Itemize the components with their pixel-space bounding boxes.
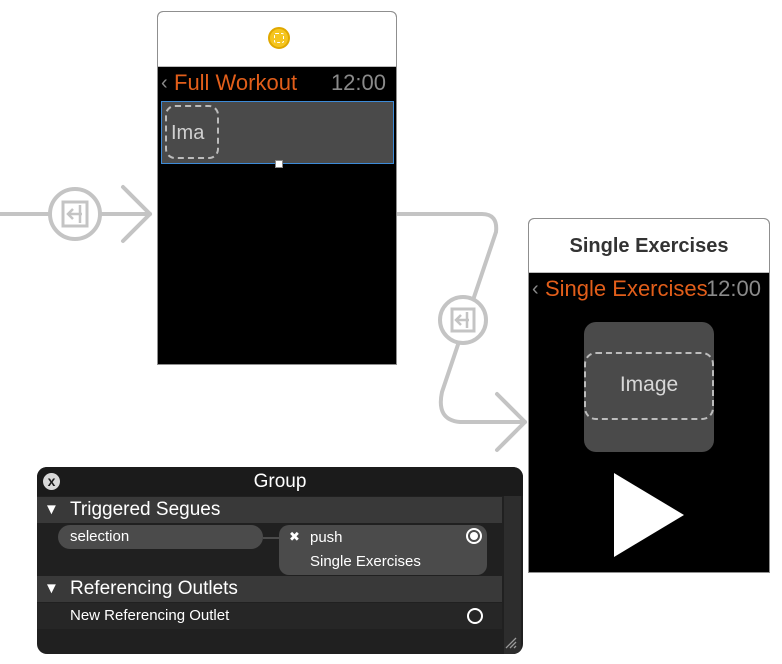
interface-controller-single-exercises[interactable]: Single Exercises ‹ 12:00 Single Exercise… xyxy=(528,218,770,573)
disclosure-triangle-icon[interactable]: ▼ xyxy=(44,501,59,518)
disclosure-triangle-icon[interactable]: ▼ xyxy=(44,580,59,597)
play-icon[interactable] xyxy=(614,473,684,557)
section-title: Triggered Segues xyxy=(70,499,221,520)
interface-controller-full-workout[interactable]: ‹ Full Workout 12:00 Ima xyxy=(157,11,397,365)
scene-dock xyxy=(158,12,396,67)
watch-time: 12:00 xyxy=(330,70,386,95)
section-title: Referencing Outlets xyxy=(70,578,238,599)
remove-connection-icon[interactable]: ✖ xyxy=(289,529,300,544)
resize-handle[interactable] xyxy=(275,160,283,168)
connection-line xyxy=(263,537,283,539)
push-segue-arrowhead xyxy=(495,392,527,452)
referencing-outlets-header[interactable]: ▼ Referencing Outlets xyxy=(37,576,502,602)
controller-icon[interactable] xyxy=(268,27,290,49)
image-placeholder[interactable]: Image xyxy=(584,352,714,420)
initial-segue-arrowhead xyxy=(121,185,152,243)
segue-connection[interactable]: ✖ push Single Exercises xyxy=(279,525,487,575)
segue-destination: Single Exercises xyxy=(310,553,421,570)
panel-header: Group x xyxy=(37,467,523,496)
connection-circle-filled[interactable] xyxy=(466,528,482,544)
push-segue-icon[interactable] xyxy=(438,295,488,345)
group-selected[interactable]: Ima xyxy=(161,101,394,168)
scene-title: Single Exercises xyxy=(529,219,769,273)
resize-grip-icon[interactable] xyxy=(505,637,517,649)
segue-source-selection[interactable]: selection xyxy=(58,525,263,549)
watch-title: Single Exercises xyxy=(545,276,708,301)
new-referencing-outlet-label: New Referencing Outlet xyxy=(70,607,230,624)
watch-status-bar: ‹ 12:00 Single Exercises xyxy=(529,273,769,305)
image-group[interactable]: Image xyxy=(584,322,714,452)
connections-panel: Group x ▼ Triggered Segues selection ✖ p… xyxy=(37,467,523,654)
watch-title: Full Workout xyxy=(174,70,298,95)
panel-title: Group xyxy=(253,471,307,492)
triggered-segues-header[interactable]: ▼ Triggered Segues xyxy=(37,497,502,523)
image-placeholder[interactable]: Ima xyxy=(165,105,219,159)
scrollbar[interactable] xyxy=(504,496,521,654)
segue-type: push xyxy=(310,529,343,546)
new-referencing-outlet-row[interactable]: New Referencing Outlet xyxy=(37,603,502,629)
watch-time: 12:00 xyxy=(705,276,761,301)
close-icon[interactable]: x xyxy=(43,473,60,490)
watch-status-bar: ‹ Full Workout 12:00 xyxy=(158,67,396,99)
connection-circle-empty[interactable] xyxy=(467,608,483,624)
chevron-left-icon: ‹ xyxy=(161,72,168,94)
chevron-left-icon: ‹ xyxy=(532,278,539,300)
initial-segue-icon[interactable] xyxy=(48,187,102,241)
